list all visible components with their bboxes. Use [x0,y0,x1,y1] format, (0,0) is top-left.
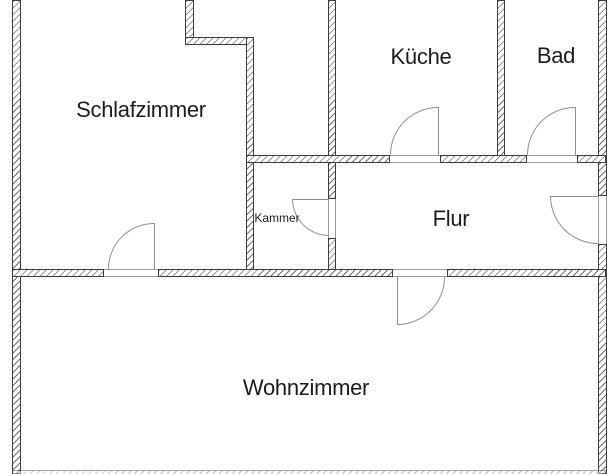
room-label-wohnzimmer: Wohnzimmer [242,375,370,400]
schlafzimmer-door-leaf [154,223,155,269]
room-label-schlafzimmer: Schlafzimmer [76,97,206,122]
wall-outer-right-lower [598,244,607,474]
wall-kueche-left-upper [328,0,336,199]
room-label-bad: Bad [536,43,576,68]
room-label-flur: Flur [432,206,470,231]
room-label-kammer: Kammer [254,211,300,225]
wall-kueche-bad-divider [497,0,505,163]
wall-bottom-right [447,269,606,277]
entrance-door-sill [598,196,607,244]
wall-bottom-left [12,269,104,277]
kueche-door-leaf [438,107,439,155]
wall-outer-right-upper [598,0,607,196]
wall-mid-center [440,155,527,163]
wall-step-horizontal [185,37,254,45]
wall-bottom-center [158,269,393,277]
wall-mid-left [246,155,390,163]
schlafzimmer-door-sill [104,269,158,277]
wall-mid-right [577,155,606,163]
kammer-door-sill [328,199,336,238]
wohnzimmer-door-sill [393,269,447,277]
wall-outer-bottom [12,470,606,474]
room-label-kueche: Küche [390,44,452,69]
kueche-door-sill [390,155,440,163]
wall-outer-left [12,0,21,474]
bad-door-leaf [575,107,576,155]
room-wohnzimmer [12,277,606,470]
bad-door-sill [527,155,577,163]
